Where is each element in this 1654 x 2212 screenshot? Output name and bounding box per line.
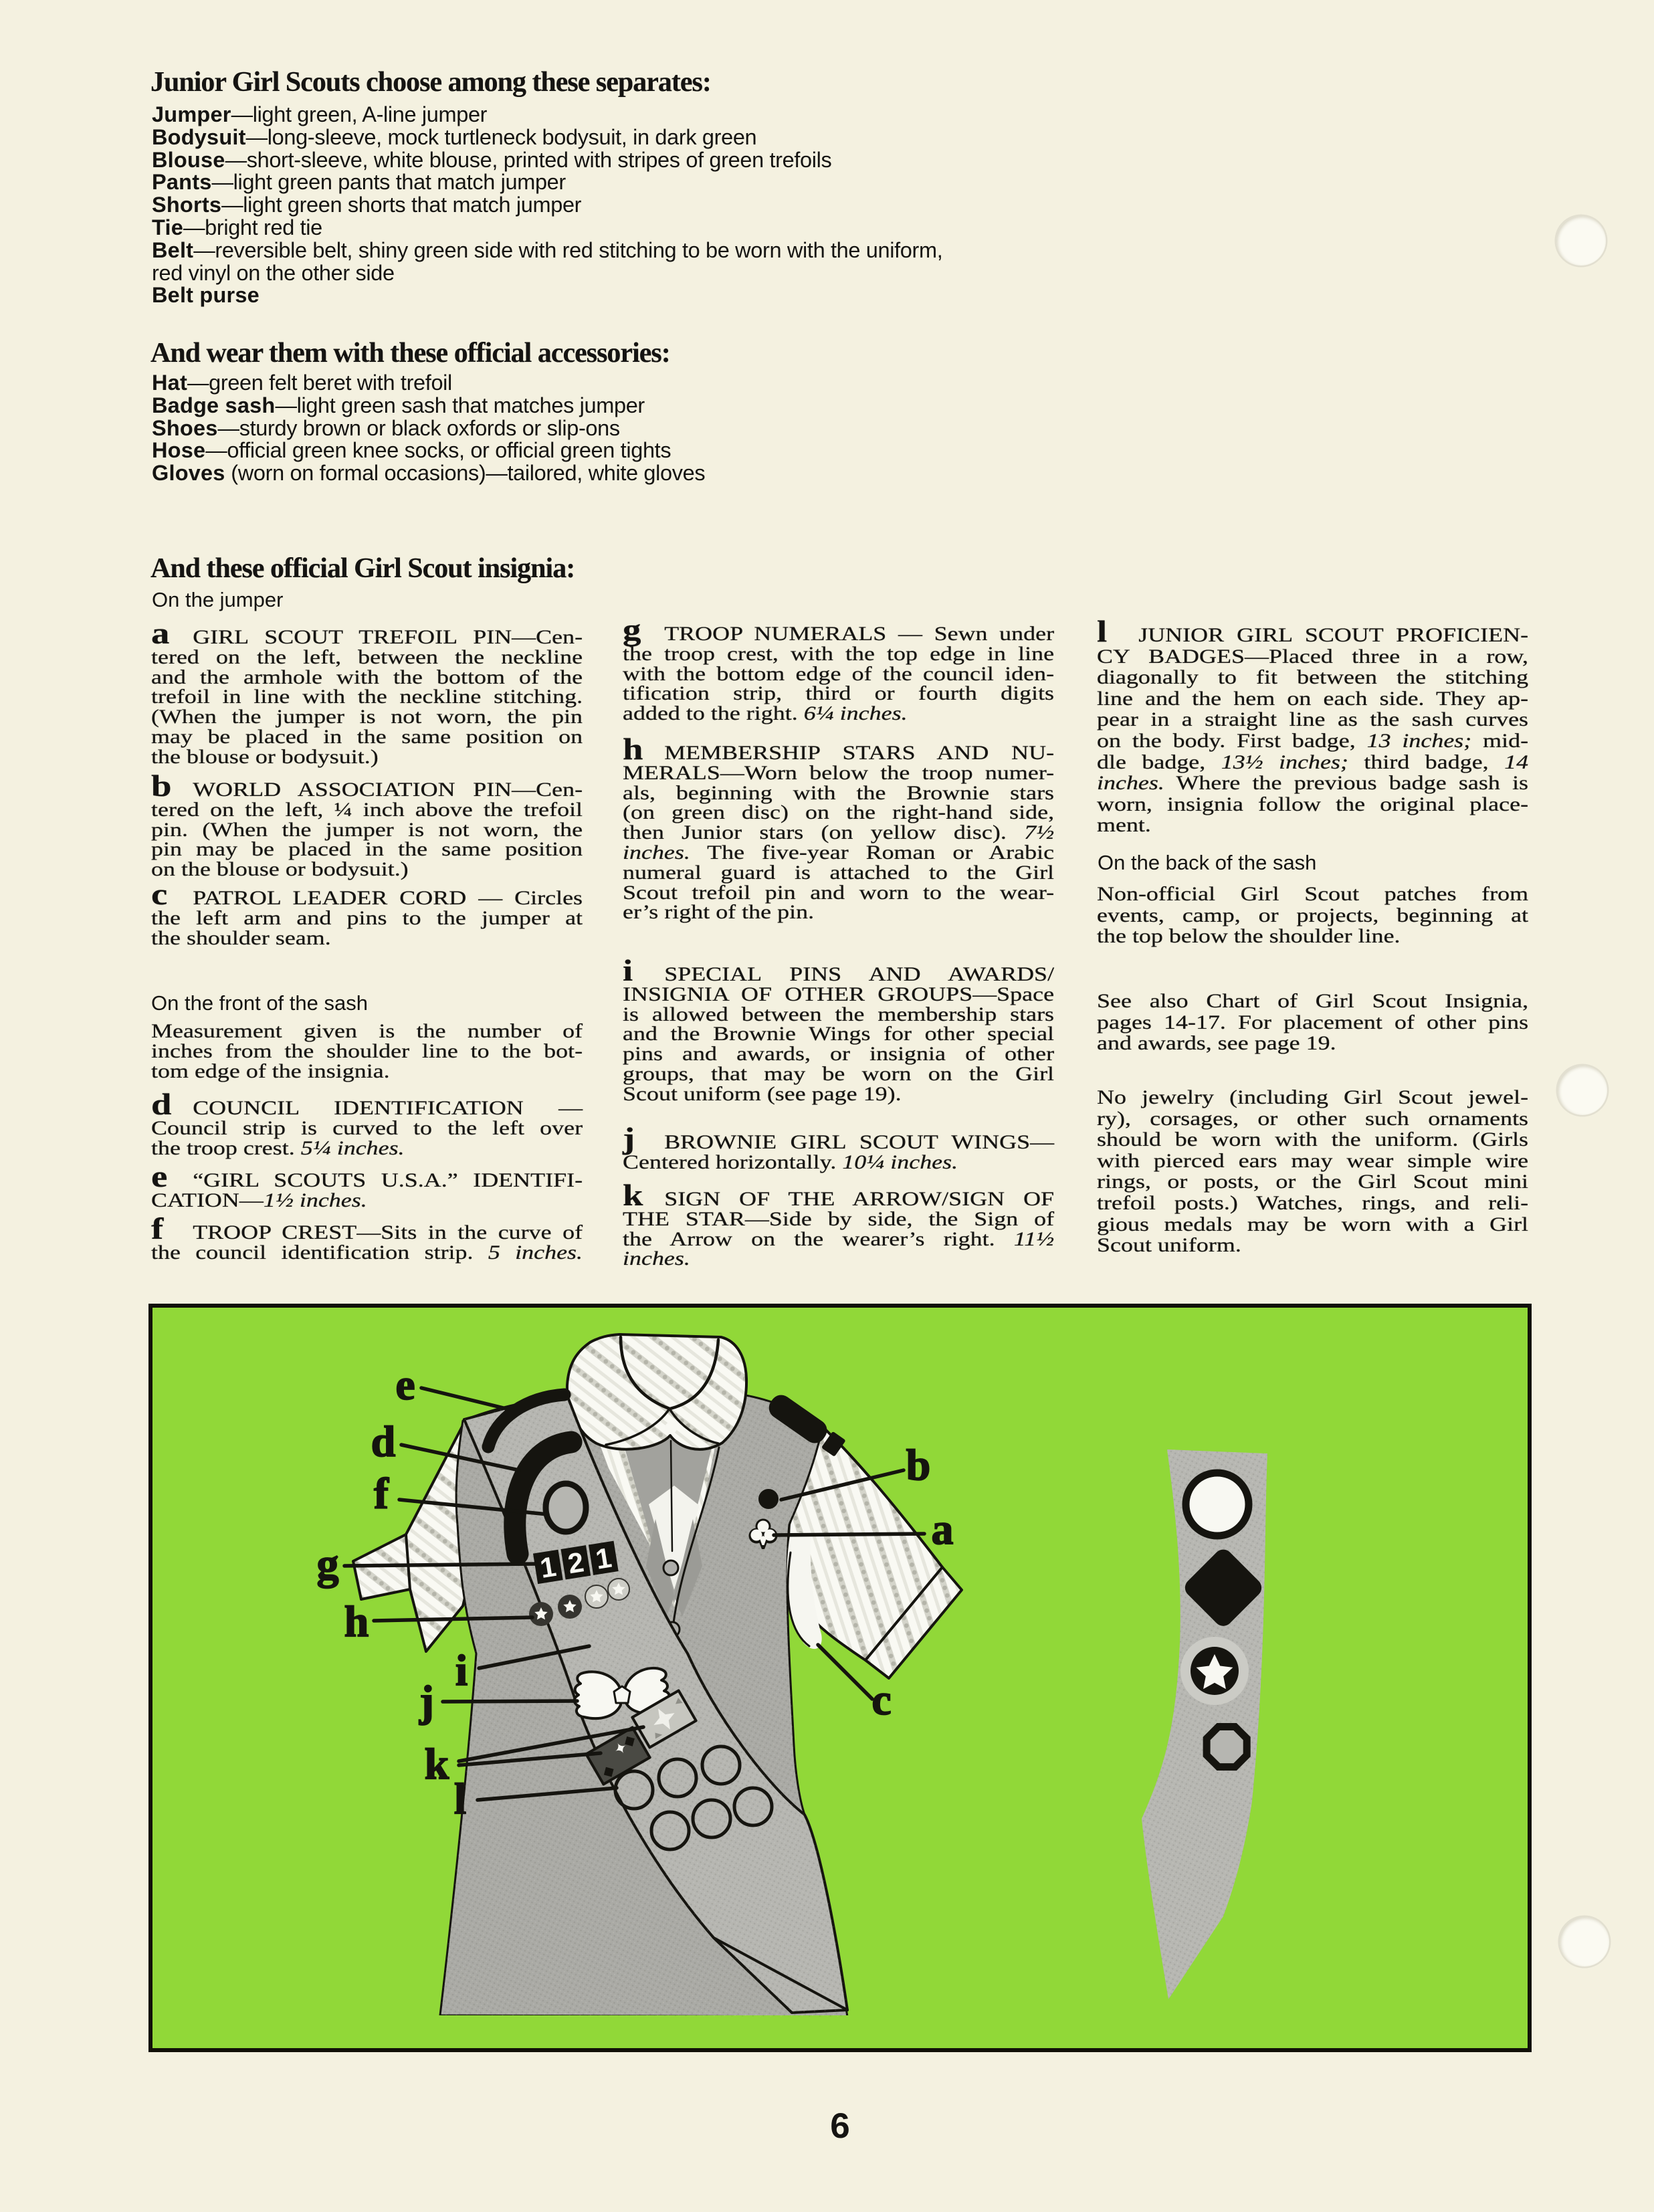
svg-text:c: c bbox=[871, 1676, 891, 1724]
svg-text:i: i bbox=[455, 1646, 468, 1695]
svg-text:g: g bbox=[317, 1540, 339, 1589]
svg-text:d: d bbox=[371, 1417, 396, 1466]
svg-text:h: h bbox=[344, 1597, 369, 1646]
svg-text:l: l bbox=[454, 1775, 466, 1823]
svg-text:j: j bbox=[419, 1677, 434, 1726]
svg-text:k: k bbox=[425, 1740, 449, 1789]
svg-text:f: f bbox=[374, 1470, 389, 1518]
svg-text:e: e bbox=[395, 1361, 415, 1409]
svg-text:a: a bbox=[932, 1505, 954, 1554]
svg-text:b: b bbox=[906, 1441, 931, 1490]
